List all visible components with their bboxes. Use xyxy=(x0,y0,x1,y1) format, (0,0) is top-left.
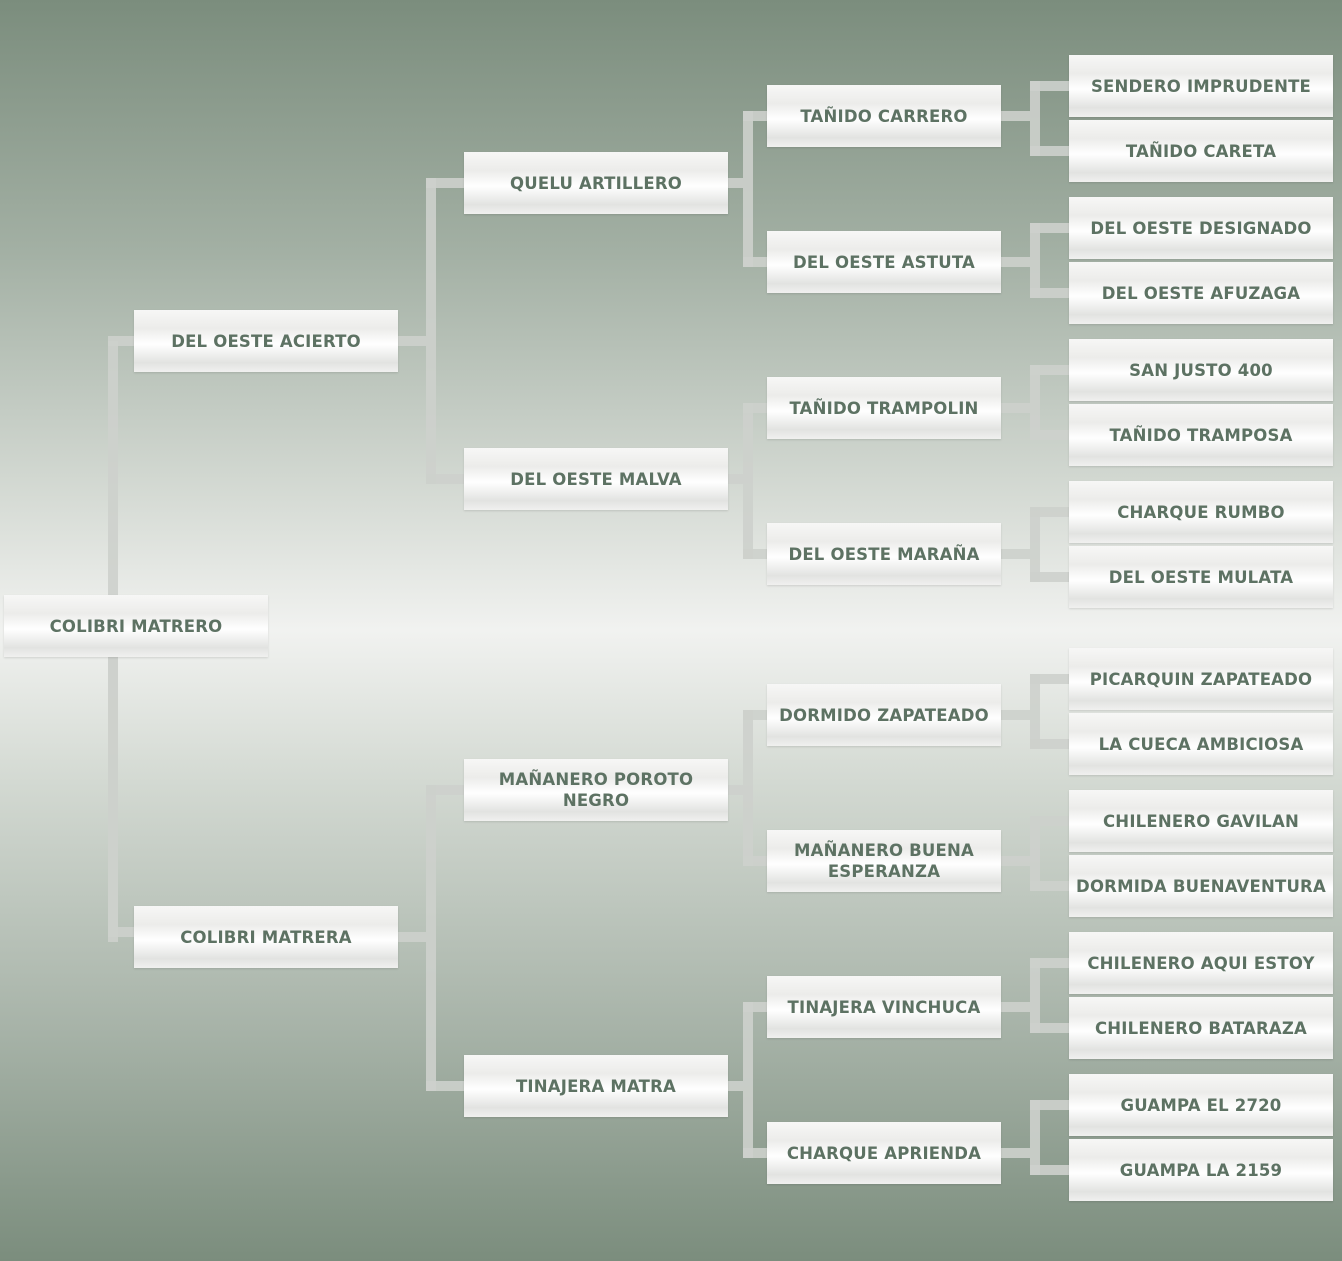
ancestor-box-gen4[interactable]: CHILENERO GAVILAN xyxy=(1069,790,1333,852)
ancestor-box-gen4[interactable]: SENDERO IMPRUDENTE xyxy=(1069,55,1333,117)
connector-line xyxy=(743,403,767,413)
connector-line xyxy=(1001,257,1030,267)
connector-line xyxy=(728,785,743,795)
connector-line xyxy=(1001,549,1030,559)
connector-line xyxy=(1030,572,1069,582)
connector-line xyxy=(1001,710,1030,720)
connector-line xyxy=(1001,403,1030,413)
ancestor-box-gen4[interactable]: DEL OESTE MULATA xyxy=(1069,546,1333,608)
connector-line xyxy=(426,178,436,484)
connector-line xyxy=(1001,856,1030,866)
connector-line xyxy=(743,111,753,267)
ancestor-box-gen3[interactable]: TAÑIDO CARRERO xyxy=(767,85,1001,147)
connector-line xyxy=(743,1002,767,1012)
connector-line xyxy=(743,1002,753,1158)
connector-line xyxy=(1030,1165,1069,1175)
connector-line xyxy=(728,1081,743,1091)
connector-line xyxy=(728,474,743,484)
ancestor-box-gen4[interactable]: GUAMPA EL 2720 xyxy=(1069,1074,1333,1136)
connector-line xyxy=(743,111,767,121)
ancestor-box-gen1[interactable]: DEL OESTE ACIERTO xyxy=(134,310,398,372)
connector-line xyxy=(1001,111,1030,121)
connector-line xyxy=(426,1081,464,1091)
connector-line xyxy=(1030,223,1040,298)
connector-line xyxy=(1030,288,1069,298)
ancestor-box-gen1[interactable]: COLIBRI MATRERA xyxy=(134,906,398,968)
connector-line xyxy=(1030,81,1040,156)
ancestor-box-gen2[interactable]: MAÑANERO POROTO NEGRO xyxy=(464,759,728,821)
connector-line xyxy=(1030,816,1040,891)
ancestor-box-gen4[interactable]: DEL OESTE DESIGNADO xyxy=(1069,197,1333,259)
ancestor-box-gen4[interactable]: LA CUECA AMBICIOSA xyxy=(1069,713,1333,775)
connector-line xyxy=(1030,81,1069,91)
ancestor-box-gen4[interactable]: DORMIDA BUENAVENTURA xyxy=(1069,855,1333,917)
connector-line xyxy=(1030,223,1069,233)
connector-line xyxy=(743,710,753,866)
connector-line xyxy=(1030,674,1040,749)
ancestor-box-gen2[interactable]: TINAJERA MATRA xyxy=(464,1055,728,1117)
connector-line xyxy=(1030,507,1069,517)
connector-line xyxy=(1030,816,1069,826)
connector-line xyxy=(426,474,464,484)
ancestor-box-gen4[interactable]: CHILENERO AQUI ESTOY xyxy=(1069,932,1333,994)
ancestor-box-gen3[interactable]: TAÑIDO TRAMPOLIN xyxy=(767,377,1001,439)
connector-line xyxy=(1030,146,1069,156)
connector-line xyxy=(108,927,134,937)
connector-line xyxy=(1030,365,1069,375)
ancestor-box-gen3[interactable]: TINAJERA VINCHUCA xyxy=(767,976,1001,1038)
connector-line xyxy=(1030,674,1069,684)
ancestor-box-gen4[interactable]: SAN JUSTO 400 xyxy=(1069,339,1333,401)
connector-line xyxy=(426,178,464,188)
connector-line xyxy=(426,785,464,795)
connector-line xyxy=(728,178,743,188)
ancestor-box-gen3[interactable]: DEL OESTE MARAÑA xyxy=(767,523,1001,585)
connector-line xyxy=(1030,365,1040,440)
ancestor-box-gen4[interactable]: GUAMPA LA 2159 xyxy=(1069,1139,1333,1201)
connector-line xyxy=(1030,507,1040,582)
connector-line xyxy=(426,785,436,1091)
connector-line xyxy=(743,403,753,559)
connector-line xyxy=(1030,958,1069,968)
ancestor-box-gen4[interactable]: DEL OESTE AFUZAGA xyxy=(1069,262,1333,324)
ancestor-box-gen2[interactable]: QUELU ARTILLERO xyxy=(464,152,728,214)
connector-line xyxy=(1001,1002,1030,1012)
ancestor-box-gen4[interactable]: CHILENERO BATARAZA xyxy=(1069,997,1333,1059)
connector-line xyxy=(1030,739,1069,749)
ancestor-box-gen4[interactable]: TAÑIDO CARETA xyxy=(1069,120,1333,182)
ancestor-box-gen2[interactable]: DEL OESTE MALVA xyxy=(464,448,728,510)
ancestor-box-gen4[interactable]: PICARQUIN ZAPATEADO xyxy=(1069,648,1333,710)
connector-line xyxy=(1001,1148,1030,1158)
connector-line xyxy=(1030,1100,1069,1110)
ancestor-box-gen3[interactable]: CHARQUE APRIENDA xyxy=(767,1122,1001,1184)
connector-line xyxy=(1030,430,1069,440)
ancestor-box-gen4[interactable]: CHARQUE RUMBO xyxy=(1069,481,1333,543)
connector-line xyxy=(743,1148,767,1158)
ancestor-box-gen4[interactable]: TAÑIDO TRAMPOSA xyxy=(1069,404,1333,466)
connector-line xyxy=(1030,1100,1040,1175)
connector-line xyxy=(398,932,426,942)
ancestor-box-gen3[interactable]: DEL OESTE ASTUTA xyxy=(767,231,1001,293)
connector-line xyxy=(743,710,767,720)
connector-line xyxy=(1030,958,1040,1033)
connector-line xyxy=(1030,1023,1069,1033)
connector-line xyxy=(743,549,767,559)
connector-line xyxy=(743,257,767,267)
connector-line xyxy=(108,336,134,346)
connector-line xyxy=(743,856,767,866)
subject-box[interactable]: COLIBRI MATRERO xyxy=(4,595,268,657)
connector-line xyxy=(108,656,118,942)
ancestor-box-gen3[interactable]: MAÑANERO BUENA ESPERANZA xyxy=(767,830,1001,892)
connector-line xyxy=(1030,881,1069,891)
connector-line xyxy=(398,336,426,346)
ancestor-box-gen3[interactable]: DORMIDO ZAPATEADO xyxy=(767,684,1001,746)
